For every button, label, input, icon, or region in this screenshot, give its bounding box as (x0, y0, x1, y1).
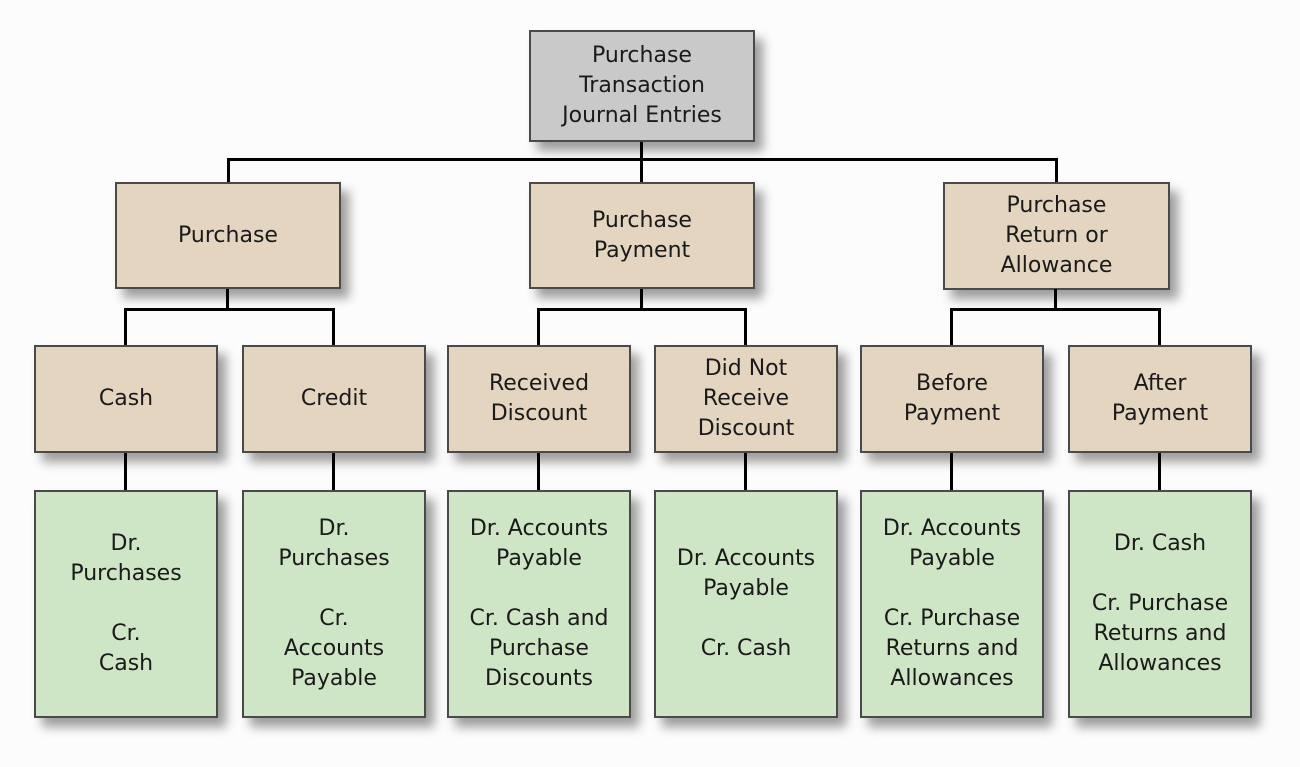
connector-line (124, 453, 127, 490)
connector-line (744, 453, 747, 490)
connector-line (124, 308, 127, 345)
connector-line (640, 289, 643, 311)
entry-return-before-payment: Dr. Accounts Payable Cr. Purchase Return… (860, 490, 1044, 718)
connector-line (332, 453, 335, 490)
node-label: Before Payment (903, 371, 1001, 426)
node-label: Credit (300, 386, 368, 412)
connector-line (640, 142, 643, 182)
node-cash: Cash (34, 345, 218, 453)
connector-line (950, 308, 1161, 311)
connector-line (332, 308, 335, 345)
node-purchase-return-or-allowance: Purchase Return or Allowance (943, 182, 1170, 290)
node-before-payment: Before Payment (860, 345, 1044, 453)
connector-line (950, 453, 953, 490)
journal-entry-text: Dr. Accounts Payable Cr. Cash and Purcha… (469, 516, 609, 691)
node-did-not-receive-discount: Did Not Receive Discount (654, 345, 838, 453)
journal-entry-text: Dr. Cash Cr. Purchase Returns and Allowa… (1091, 531, 1229, 676)
journal-entry-text: Dr. Accounts Payable Cr. Cash (676, 546, 816, 661)
connector-line (227, 158, 1058, 161)
node-label: Purchase Payment (592, 207, 692, 263)
node-received-discount: Received Discount (447, 345, 631, 453)
connector-line (1054, 289, 1057, 311)
node-after-payment: After Payment (1068, 345, 1252, 453)
node-label: Purchase Transaction Journal Entries (562, 43, 722, 128)
node-label: Purchase Return or Allowance (1000, 193, 1113, 278)
entry-payment-no-discount: Dr. Accounts Payable Cr. Cash (654, 490, 838, 718)
node-label: Did Not Receive Discount (697, 356, 795, 441)
connector-line (744, 308, 747, 345)
entry-cash-purchase: Dr. Purchases Cr. Cash (34, 490, 218, 718)
connector-line (226, 289, 229, 311)
node-label: Purchase (178, 222, 278, 248)
entry-credit-purchase: Dr. Purchases Cr. Accounts Payable (242, 490, 426, 718)
connector-line (537, 453, 540, 490)
node-purchase: Purchase (115, 182, 341, 289)
connector-line (124, 308, 335, 311)
entry-payment-received-discount: Dr. Accounts Payable Cr. Cash and Purcha… (447, 490, 631, 718)
journal-entry-text: Dr. Purchases Cr. Cash (70, 531, 182, 676)
node-credit: Credit (242, 345, 426, 453)
node-purchase-transaction-journal-entries: Purchase Transaction Journal Entries (529, 30, 755, 142)
connector-line (537, 308, 540, 345)
entry-return-after-payment: Dr. Cash Cr. Purchase Returns and Allowa… (1068, 490, 1252, 718)
connector-line (1158, 453, 1161, 490)
node-purchase-payment: Purchase Payment (529, 182, 755, 289)
connector-line (227, 158, 230, 182)
connector-line (537, 308, 747, 311)
journal-entry-text: Dr. Accounts Payable Cr. Purchase Return… (882, 516, 1022, 691)
connector-line (1055, 158, 1058, 182)
connector-line (950, 308, 953, 345)
connector-line (1158, 308, 1161, 345)
journal-entry-text: Dr. Purchases Cr. Accounts Payable (278, 516, 390, 691)
node-label: Received Discount (488, 371, 590, 426)
node-label: After Payment (1111, 371, 1209, 426)
node-label: Cash (98, 386, 154, 412)
